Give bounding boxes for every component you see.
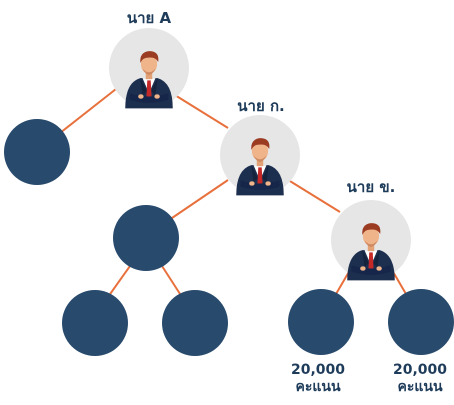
score-unit: คะแนน [397,379,443,395]
edge-a-to-left [59,88,117,134]
score-label-1: 20,000 คะแนน [291,362,345,396]
avatar-node-middle [220,115,300,196]
label-middle: นาย ก. [237,97,285,115]
edge-a-to-middle [169,91,229,129]
node-bottom-2 [162,290,228,356]
edge-node-to-bottom2 [161,265,183,298]
score-unit: คะแนน [295,379,341,395]
score-label-2: 20,000 คะแนน [393,362,447,396]
edge-middle-to-lower [284,177,341,213]
avatar-node-top [109,28,189,109]
edge-node-to-bottom1 [107,265,131,298]
node-bottom-3 [288,289,354,355]
edge-middle-to-left [171,179,229,219]
label-lower: นาย ข. [346,178,396,196]
node-left-1 [4,119,70,185]
score-amount: 20,000 [392,362,448,378]
node-bottom-4 [388,289,454,355]
node-bottom-1 [62,290,128,356]
node-middle-left [113,205,179,271]
avatar-node-lower [331,200,411,281]
label-top: นาย A [126,9,172,27]
score-amount: 20,000 [290,362,346,378]
